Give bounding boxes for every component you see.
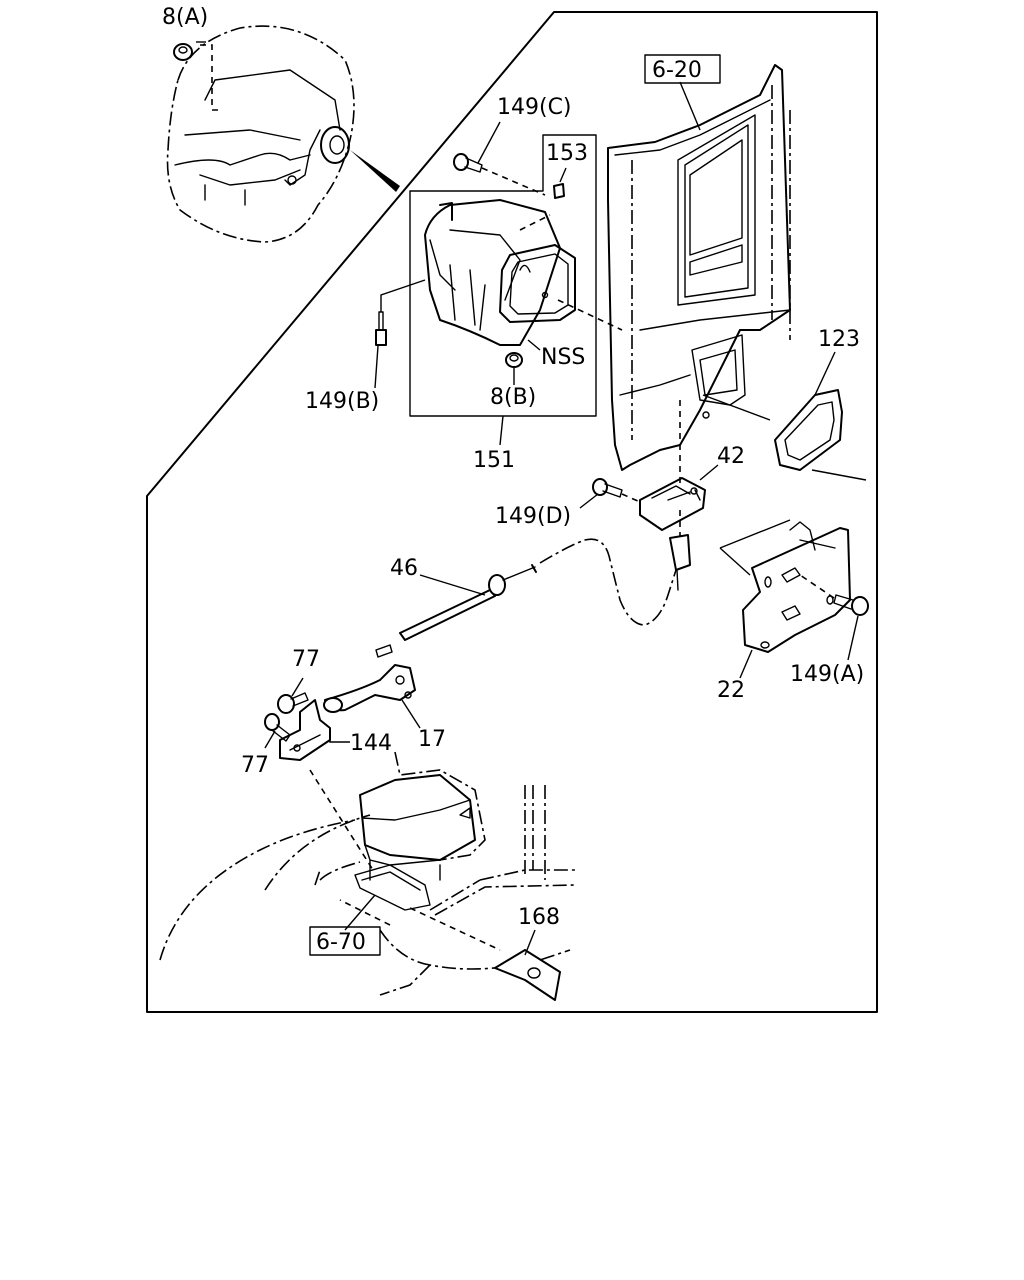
lever-17 <box>323 664 416 713</box>
label-149b: 149(B) <box>305 389 379 414</box>
callout-labels: 8(A) 149(C) 153 6-20 NSS 149(B) 8(B) 151… <box>162 5 864 956</box>
label-46: 46 <box>390 556 418 581</box>
label-6-20: 6-20 <box>652 58 702 83</box>
label-77-lower: 77 <box>241 753 269 778</box>
bolt-77-lower <box>264 713 291 742</box>
label-8a: 8(A) <box>162 5 208 30</box>
hinge-42 <box>639 400 706 540</box>
label-6-70: 6-70 <box>316 930 366 955</box>
nut-8a <box>173 43 193 61</box>
label-144: 144 <box>350 731 392 756</box>
bolt-149c <box>453 153 546 196</box>
label-17: 17 <box>418 727 446 752</box>
label-42: 42 <box>717 444 745 469</box>
label-8b: 8(B) <box>490 385 536 410</box>
seal-123 <box>774 389 867 481</box>
tray-168 <box>494 949 561 1001</box>
label-168: 168 <box>518 905 560 930</box>
lid-22 <box>719 519 851 653</box>
label-149a: 149(A) <box>790 662 864 687</box>
cable-46 <box>375 534 691 658</box>
label-22: 22 <box>717 678 745 703</box>
inset-lamp-detail <box>166 25 400 243</box>
ref-box-6-20 <box>644 54 721 84</box>
label-nss: NSS <box>541 345 585 370</box>
bolt-149b <box>375 279 426 346</box>
label-151: 151 <box>473 448 515 473</box>
bracket-group-151 <box>409 134 597 417</box>
ref-box-6-70 <box>309 926 381 956</box>
diagram-frame <box>146 11 878 1013</box>
label-149d: 149(D) <box>495 504 571 529</box>
bolt-149a <box>799 574 869 616</box>
nut-8b <box>505 352 523 368</box>
bolt-149d <box>592 478 641 503</box>
label-153: 153 <box>546 141 588 166</box>
label-77-upper: 77 <box>292 647 320 672</box>
leader-lines <box>196 41 859 956</box>
label-149c: 149(C) <box>497 95 572 120</box>
bolt-77-upper <box>277 692 309 714</box>
clip-153 <box>553 183 565 199</box>
label-123: 123 <box>818 327 860 352</box>
rear-panel <box>607 64 791 471</box>
